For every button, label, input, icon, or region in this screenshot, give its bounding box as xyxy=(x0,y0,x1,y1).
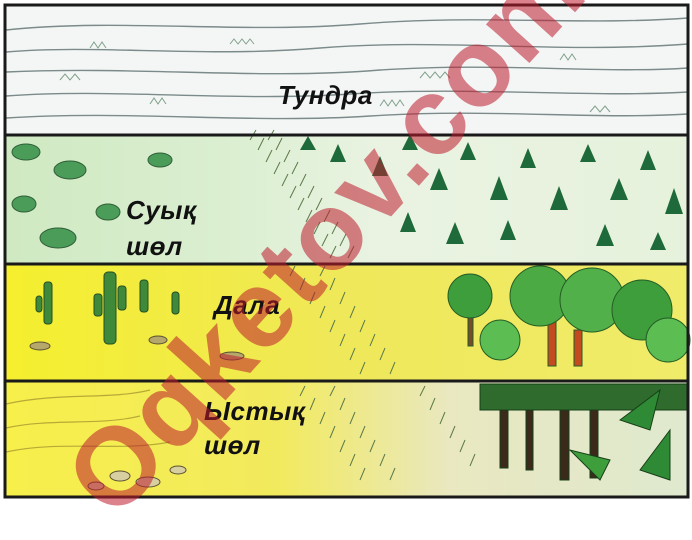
zone-label-cold-desert-line-1: Суық xyxy=(126,192,197,228)
zone-label-cold-desert-line-2: шөл xyxy=(126,228,197,264)
zone-label-hot-desert-line-2: шөл xyxy=(204,428,305,462)
zone-label-cold-desert: Суық шөл xyxy=(126,192,197,264)
zone-label-hot-desert: Ыстық шөл xyxy=(204,394,305,462)
zone-label-hot-desert-line-1: Ыстық xyxy=(204,394,305,428)
biome-illustration: Тундра Суық шөл Дала Ыстық шөл Oqketov.c… xyxy=(0,0,692,504)
biome-artwork xyxy=(0,0,692,504)
zone-label-steppe: Дала xyxy=(214,290,280,321)
zone-label-tundra-line-1: Тундра xyxy=(278,80,373,110)
zone-label-tundra: Тундра xyxy=(278,80,373,111)
zone-label-steppe-line-1: Дала xyxy=(214,290,280,320)
